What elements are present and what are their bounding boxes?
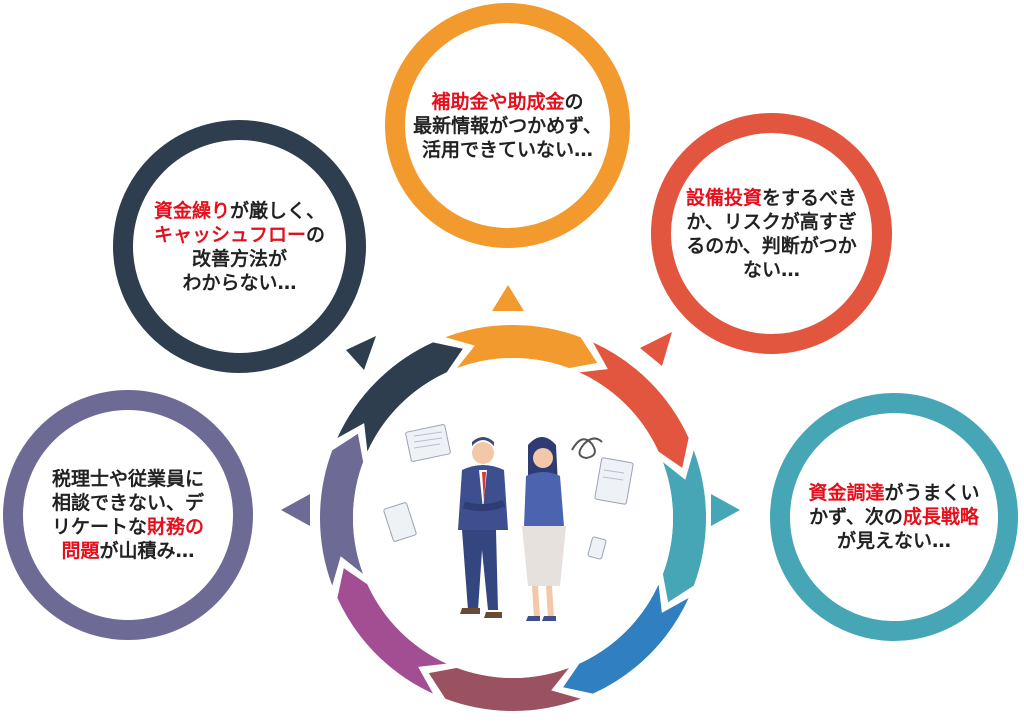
body-text: 税理士や従業員に <box>51 468 204 490</box>
body-text: がうまくい <box>884 482 980 504</box>
body-text: ない… <box>742 258 800 281</box>
bubble-subsidy-info: 補助金や助成金の最新情報がつかめず、活用できていない… <box>385 3 630 248</box>
cycle-ring <box>319 325 706 711</box>
body-text: が厳しく、 <box>230 199 326 222</box>
center-illustration <box>353 358 673 678</box>
ring-segment-orange <box>445 325 598 369</box>
ring-segment-purple <box>319 433 364 586</box>
document-icon <box>405 424 451 462</box>
arrow-left-icon <box>281 494 310 526</box>
body-text: 相談できない、デ <box>51 492 204 514</box>
bubble-text: 補助金や助成金の最新情報がつかめず、活用できていない… <box>413 90 602 162</box>
body-text: の <box>564 90 584 113</box>
highlight-text: 資金調達 <box>808 482 885 504</box>
highlight-text: 資金繰り <box>153 199 230 222</box>
highlight-text: キャッシュフロー <box>153 223 306 246</box>
body-text: か、リスクが高すぎ <box>686 210 857 233</box>
highlight-text: 補助金や助成金 <box>431 90 565 113</box>
bubble-text: 設備投資をするべきか、リスクが高すぎるのか、判断がつかない… <box>686 186 857 282</box>
highlight-text: 成長戦略 <box>902 506 979 528</box>
document-icon <box>383 502 417 542</box>
body-text: 活用できていない… <box>421 138 593 161</box>
arrow-up-right-icon <box>640 332 672 366</box>
businessman-figure <box>458 437 508 618</box>
ring-segment-magenta <box>337 568 447 694</box>
document-icon <box>587 536 607 560</box>
body-text: が山積み… <box>99 540 195 562</box>
arrow-up-icon <box>492 285 524 311</box>
highlight-text: 財務の <box>147 516 205 538</box>
body-text: 改善方法が <box>191 247 287 270</box>
arrow-up-left-icon <box>346 336 376 370</box>
body-text: 最新情報がつかめず、 <box>413 114 602 137</box>
bubble-text: 資金調達がうまくいかず、次の成長戦略が見えない… <box>808 481 979 553</box>
body-text: かず、次の <box>809 506 903 528</box>
body-text: わからない… <box>182 271 297 294</box>
bubble-fundraising: 資金調達がうまくいかず、次の成長戦略が見えない… <box>770 393 1018 641</box>
ring-segment-navy <box>337 342 463 452</box>
body-text: リケートな <box>51 516 147 538</box>
ring-segment-blue <box>563 584 689 694</box>
bubble-text: 税理士や従業員に相談できない、デリケートな財務の問題が山積み… <box>52 467 204 563</box>
body-text: が見えない… <box>836 530 951 552</box>
bubble-financial-consultation: 税理士や従業員に相談できない、デリケートな財務の問題が山積み… <box>3 390 253 640</box>
ring-segment-red_orange <box>579 342 689 468</box>
ring-segment-maroon <box>428 667 581 711</box>
confusion-squiggle-icon <box>571 437 603 460</box>
ring-segment-teal <box>662 450 706 603</box>
bubble-text: 資金繰りが厳しく、キャッシュフローの改善方法がわからない… <box>154 199 325 295</box>
arrow-right-icon <box>711 494 740 526</box>
highlight-text: 問題 <box>61 540 100 562</box>
highlight-text: 設備投資 <box>685 186 762 209</box>
bubble-equipment-investment: 設備投資をするべきか、リスクが高すぎるのか、判断がつかない… <box>651 113 892 354</box>
businesswoman-figure <box>522 437 566 621</box>
body-text: をするべき <box>762 186 858 209</box>
direction-arrows <box>281 285 740 526</box>
bubble-cash-flow: 資金繰りが厳しく、キャッシュフローの改善方法がわからない… <box>113 120 366 373</box>
document-icon <box>594 457 634 505</box>
body-text: の <box>306 223 326 246</box>
body-text: るのか、判断がつか <box>686 234 857 257</box>
